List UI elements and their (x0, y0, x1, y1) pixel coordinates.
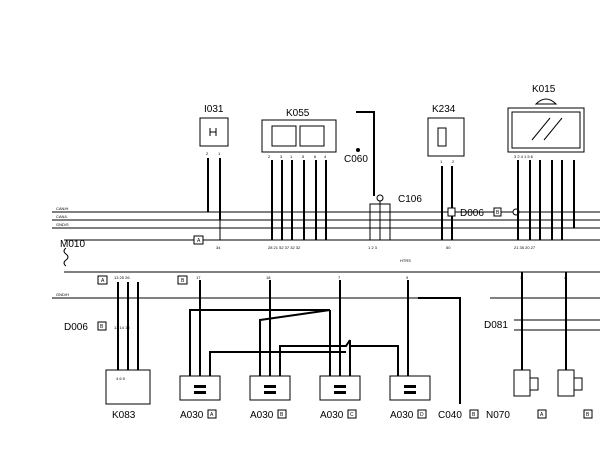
d006-left-connector: D006 B 13 14 15 13 25 26 (64, 275, 139, 370)
a030-c-label: A030 (320, 410, 344, 421)
k015-label: K015 (532, 84, 556, 95)
c060-component: C060 (344, 111, 375, 196)
svg-text:13 25 26: 13 25 26 (114, 275, 130, 280)
k083-label: K083 (112, 410, 136, 421)
a030-wiring: 17 18 7 9 (189, 275, 409, 376)
a030-c: A030 C (319, 375, 361, 421)
k234-pin-1: 1 (440, 159, 443, 164)
a030-b: A030 B (249, 375, 291, 421)
d006-left-tag: B (100, 324, 104, 330)
a030-b-label: A030 (250, 410, 274, 421)
a030-b-tag: B (280, 412, 284, 418)
d006-top-connector: D006 (447, 207, 520, 219)
k234-pin-2: 2 (452, 159, 455, 164)
a030-c-tag: C (350, 412, 354, 418)
k234-component: K234 1 2 50 (427, 104, 465, 250)
svg-text:34: 34 (216, 245, 221, 250)
k234-label: K234 (432, 104, 456, 115)
k055-pin: 2 (268, 154, 271, 159)
m010-module: M010 A A B B HTRS (60, 207, 600, 285)
n070-tag-b: B (586, 412, 590, 418)
n070-tag-a: A (540, 412, 544, 418)
lower-bus: GND/H (52, 292, 600, 299)
n070-component: N070 A B (486, 369, 593, 421)
d006-top-tag: B (496, 210, 500, 216)
m010-tag-b: B (181, 278, 185, 284)
i031-component: I031 2 1 34 (199, 104, 229, 250)
k055-label: K055 (286, 108, 310, 119)
c040-label: C040 (438, 410, 462, 421)
a030-a-label: A030 (180, 410, 204, 421)
svg-text:28 21 52 37 32 32: 28 21 52 37 32 32 (268, 245, 301, 250)
i031-pin-1: 1 (218, 151, 221, 156)
k055-pin: 4 (324, 154, 327, 159)
i031-label: I031 (204, 104, 224, 115)
svg-text:CAN/L: CAN/L (56, 214, 69, 219)
k055-pin: 3 (280, 154, 283, 159)
a030-d-tag: D (420, 412, 424, 418)
c106-splice: C106 1 2 3 (368, 194, 422, 250)
svg-text:CAN/H: CAN/H (56, 206, 69, 211)
svg-text:4: 4 (564, 275, 567, 280)
svg-text:1 2 3: 1 2 3 (368, 245, 378, 250)
m010-tag-a: A (197, 238, 201, 244)
n070-label: N070 (486, 410, 510, 421)
c040-component: C040 B (418, 297, 479, 421)
svg-text:17: 17 (196, 275, 201, 280)
k055-pin: 1 (290, 154, 293, 159)
i031-pin-2: 2 (206, 151, 209, 156)
d081-label: D081 (484, 320, 508, 331)
svg-text:50: 50 (446, 245, 451, 250)
svg-text:21 35 20 27: 21 35 20 27 (514, 245, 536, 250)
m010-label: M010 (60, 239, 85, 250)
k083-component: 4 6 5 K083 (105, 369, 151, 421)
c106-label: C106 (398, 194, 422, 205)
k055-pin: 5 (302, 154, 305, 159)
svg-text:3 2 4 1 5 6: 3 2 4 1 5 6 (514, 154, 534, 159)
m010-tag-a2: A (101, 278, 105, 284)
d081-connector: D081 3 4 (484, 272, 600, 370)
k055-component: K055 2 3 1 5 6 4 28 21 52 37 32 32 (261, 108, 337, 250)
svg-text:GND/S: GND/S (56, 222, 69, 227)
a030-a-tag: A (210, 412, 214, 418)
svg-text:18: 18 (266, 275, 271, 280)
k015-component: K015 3 2 4 1 5 6 21 35 20 27 (507, 84, 585, 250)
a030-d-label: A030 (390, 410, 414, 421)
k055-pin: 6 (314, 154, 317, 159)
d006-left-label: D006 (64, 322, 88, 333)
svg-text:7: 7 (338, 275, 341, 280)
c060-label: C060 (344, 154, 368, 165)
c040-tag: B (472, 412, 476, 418)
a030-d: A030 D (389, 375, 431, 421)
svg-text:HTRS: HTRS (400, 258, 411, 263)
a030-a: A030 A (179, 375, 221, 421)
svg-text:13 14 15: 13 14 15 (114, 325, 130, 330)
svg-text:4 6 5: 4 6 5 (116, 376, 126, 381)
svg-text:GND/H: GND/H (56, 292, 69, 297)
svg-text:3: 3 (520, 275, 523, 280)
d006-top-label: D006 (460, 208, 484, 219)
svg-text:9: 9 (406, 275, 409, 280)
